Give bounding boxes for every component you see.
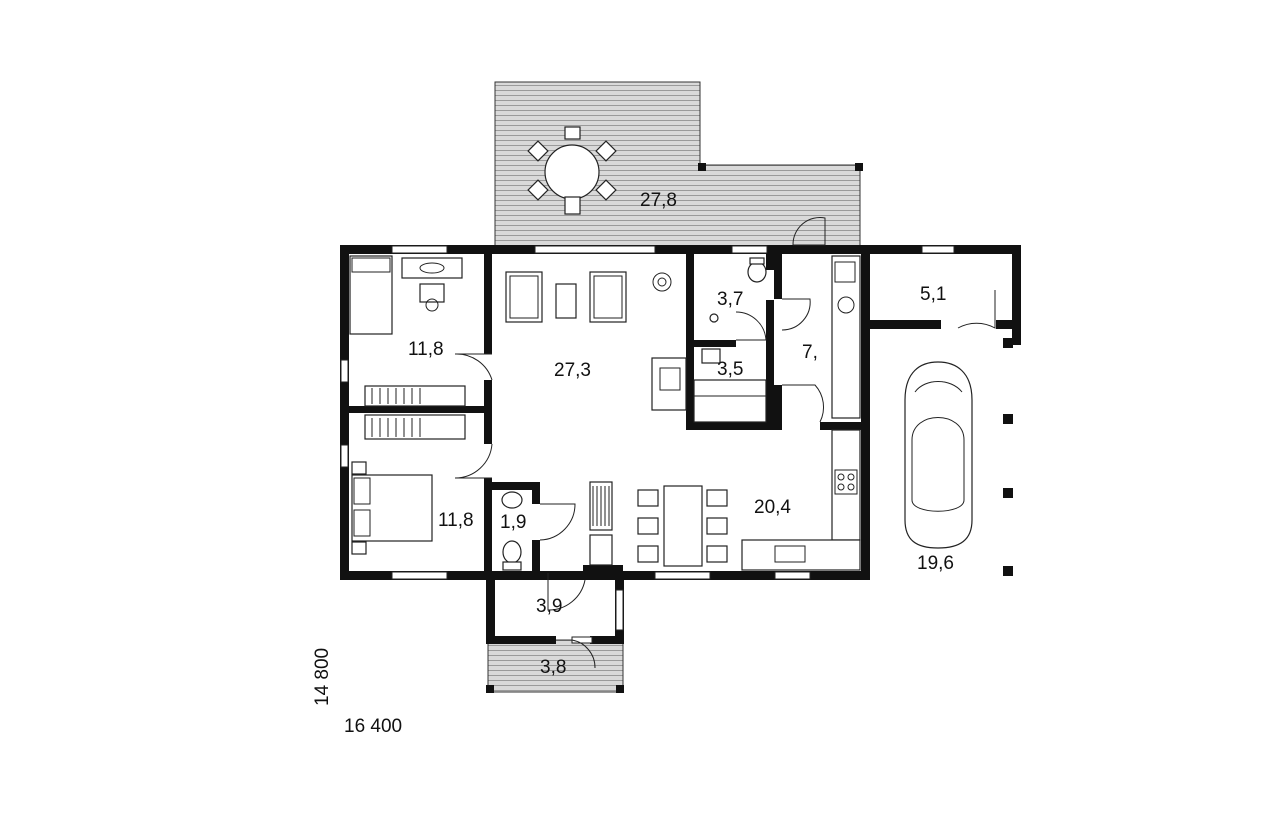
area-label-living: 27,3 (554, 360, 591, 381)
porch-deck (486, 639, 624, 693)
wc-fixtures (501, 481, 613, 571)
area-label-corridor: 7, (802, 342, 818, 363)
area-label-carport: 19,6 (917, 553, 954, 574)
area-label-porch: 3,8 (540, 657, 566, 678)
area-label-entry-hall: 3,9 (536, 596, 562, 617)
area-label-bath: 3,7 (717, 289, 743, 310)
area-label-wc: 1,9 (500, 512, 526, 533)
area-label-bedroom-bottom: 11,8 (438, 510, 474, 531)
area-label-terrace: 27,8 (640, 190, 677, 211)
carport (904, 338, 1013, 576)
dining-table (637, 485, 728, 567)
area-label-kitchen-dining: 20,4 (754, 497, 791, 518)
area-label-utility: 3,5 (717, 359, 743, 380)
bedroom-top-furniture (349, 255, 466, 407)
windows (340, 245, 955, 644)
interior-walls (349, 254, 870, 573)
outdoor-dining-table (527, 126, 617, 215)
kitchen-cabinets (741, 255, 861, 571)
dimension-width: 16 400 (344, 716, 402, 737)
area-label-storage: 5,1 (920, 284, 946, 305)
bathroom-fixtures (693, 257, 767, 423)
overall-dimensions: 14 800 16 400 (312, 648, 402, 737)
room-area-labels: 27,8 11,8 27,3 3,7 3,5 7, 5,1 11,8 1,9 2… (408, 190, 954, 678)
dimension-depth: 14 800 (312, 648, 333, 706)
bedroom-bottom-furniture (351, 414, 466, 555)
doors (454, 217, 996, 669)
area-label-bedroom-top: 11,8 (408, 339, 444, 360)
living-room-furniture (505, 271, 687, 411)
